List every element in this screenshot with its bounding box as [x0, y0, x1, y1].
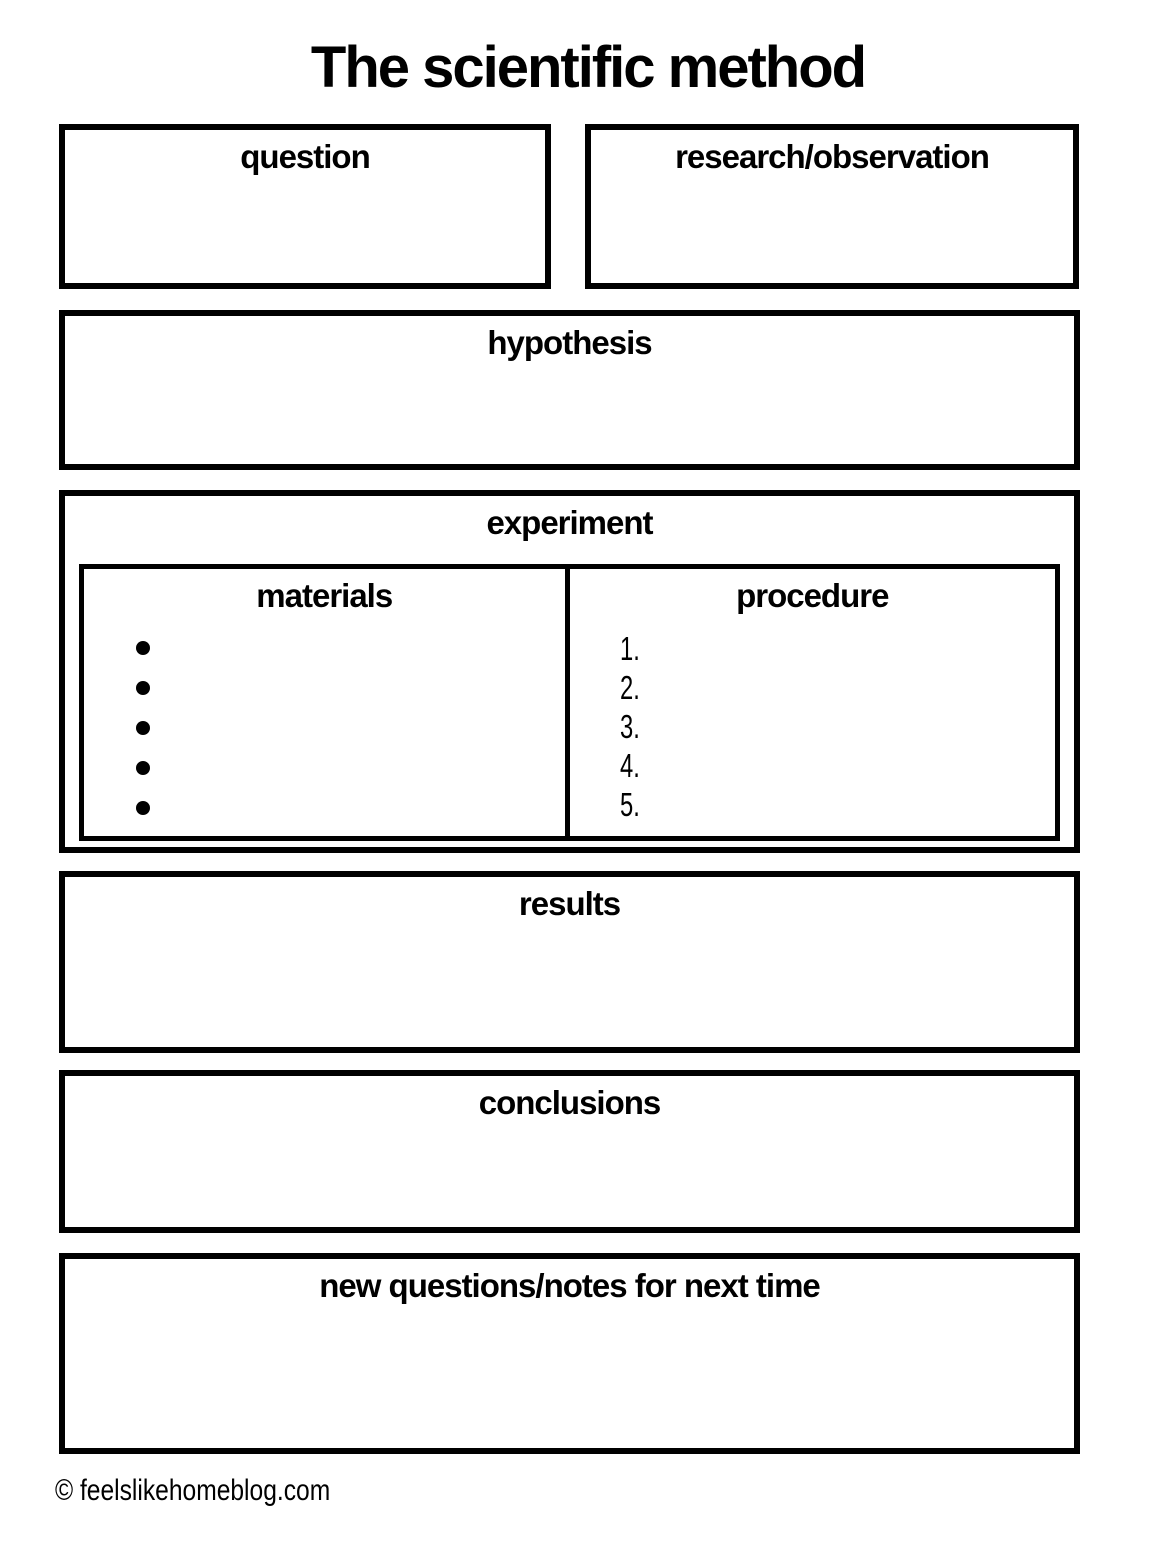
- procedure-column: procedure 1. 2. 3. 4. 5.: [570, 569, 1056, 836]
- conclusions-box: conclusions: [59, 1070, 1080, 1233]
- procedure-step: 2.: [619, 669, 640, 706]
- materials-list-item: [136, 761, 565, 801]
- research-observation-box: research/observation: [585, 124, 1079, 289]
- new-questions-label: new questions/notes for next time: [319, 1267, 821, 1304]
- procedure-step: 5.: [619, 786, 640, 823]
- copyright-footer: © feelslikehomeblog.com: [55, 1474, 331, 1507]
- procedure-list: 1. 2. 3. 4. 5.: [570, 629, 1056, 824]
- materials-list-item: [136, 681, 565, 721]
- question-label: question: [240, 138, 371, 175]
- page-title: The scientific method: [310, 35, 867, 100]
- materials-list-item: [136, 721, 565, 761]
- bullet-icon: [136, 761, 150, 775]
- materials-procedure-table: materials procedure 1. 2. 3. 4. 5.: [79, 564, 1060, 841]
- procedure-step: 1.: [619, 630, 640, 667]
- hypothesis-box: hypothesis: [59, 310, 1080, 470]
- materials-list-item: [136, 641, 565, 681]
- bullet-icon: [136, 681, 150, 695]
- research-observation-label: research/observation: [675, 138, 990, 175]
- results-label: results: [518, 885, 621, 922]
- conclusions-label: conclusions: [478, 1084, 662, 1121]
- bullet-icon: [136, 721, 150, 735]
- results-box: results: [59, 871, 1080, 1053]
- question-box: question: [59, 124, 551, 289]
- procedure-step: 4.: [619, 747, 640, 784]
- bullet-icon: [136, 801, 150, 815]
- materials-label: materials: [256, 577, 393, 614]
- materials-list: [84, 641, 565, 841]
- hypothesis-label: hypothesis: [487, 324, 652, 361]
- procedure-step: 3.: [619, 708, 640, 745]
- bullet-icon: [136, 641, 150, 655]
- materials-list-item: [136, 801, 565, 841]
- new-questions-box: new questions/notes for next time: [59, 1253, 1080, 1454]
- procedure-label: procedure: [736, 577, 889, 614]
- experiment-label: experiment: [486, 504, 653, 541]
- experiment-box: experiment materials procedure 1. 2. 3.: [59, 490, 1080, 853]
- materials-column: materials: [84, 569, 570, 836]
